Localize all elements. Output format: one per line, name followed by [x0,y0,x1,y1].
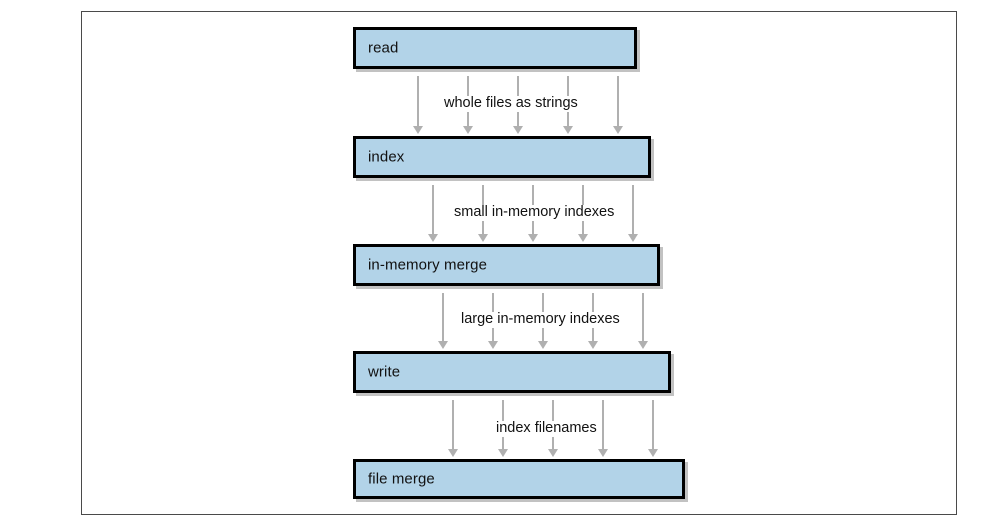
arrow-head-icon [513,126,523,134]
arrow-head-icon [428,234,438,242]
arrow-head-icon [438,341,448,349]
stage-label-index: index [368,148,405,166]
arrow-shaft [617,76,619,126]
stage-box-file-merge: file merge [353,459,685,499]
stage-label-in-memory-merge: in-memory merge [368,256,488,274]
arrow-icon [413,76,423,134]
arrow-shaft [442,293,444,341]
figure-frame: whole files as strings small in-memory in… [81,11,957,515]
arrow-icon [448,400,458,457]
stage-label-read: read [368,39,399,57]
stage-box-read: read [353,27,637,69]
arrow-head-icon [563,126,573,134]
arrow-icon [638,293,648,349]
stage-label-file-merge: file merge [368,470,435,488]
arrow-icon [648,400,658,457]
edge-label-read-to-index: whole files as strings [441,95,581,112]
arrow-head-icon [413,126,423,134]
arrow-shaft [452,400,454,449]
arrow-shaft [417,76,419,126]
arrow-icon [438,293,448,349]
edge-label-index-to-in-memory-merge: small in-memory indexes [451,204,618,221]
arrow-head-icon [448,449,458,457]
arrow-head-icon [548,449,558,457]
stage-box-in-memory-merge: in-memory merge [353,244,660,286]
arrow-head-icon [588,341,598,349]
arrow-shaft [432,185,434,234]
arrow-head-icon [578,234,588,242]
arrow-shaft [652,400,654,449]
stage-label-write: write [368,363,401,381]
arrow-head-icon [598,449,608,457]
arrow-icon [598,400,608,457]
arrow-head-icon [648,449,658,457]
arrow-icon [613,76,623,134]
arrow-head-icon [478,234,488,242]
arrow-head-icon [628,234,638,242]
arrow-icon [428,185,438,242]
arrow-head-icon [638,341,648,349]
arrow-head-icon [463,126,473,134]
arrow-head-icon [538,341,548,349]
arrow-head-icon [613,126,623,134]
edge-label-in-memory-merge-to-write: large in-memory indexes [458,311,623,328]
arrow-head-icon [528,234,538,242]
arrow-icon [628,185,638,242]
arrow-shaft [632,185,634,234]
arrow-head-icon [498,449,508,457]
arrow-shaft [602,400,604,449]
stage-box-index: index [353,136,651,178]
arrow-head-icon [488,341,498,349]
arrow-shaft [642,293,644,341]
stage-box-write: write [353,351,671,393]
edge-label-write-to-file-merge: index filenames [493,420,600,437]
